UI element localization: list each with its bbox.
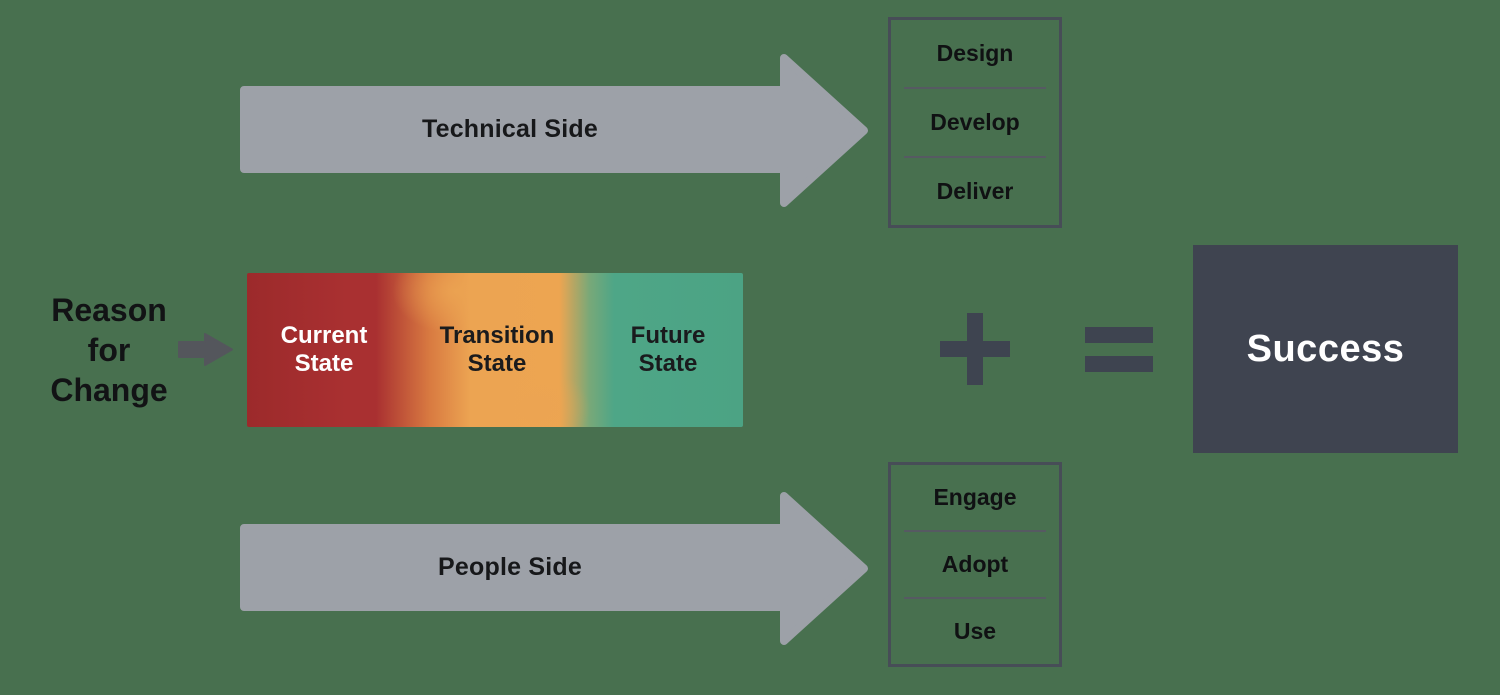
right-arrow-icon	[178, 333, 233, 366]
technical-side-label: Technical Side	[421, 115, 598, 143]
transition-state-line1: Transition	[439, 322, 555, 349]
reason-line-1: Reason	[51, 292, 167, 328]
reason-line-2: for	[87, 332, 131, 368]
people-side-arrow-icon	[240, 492, 868, 645]
current-state-label: Current State	[247, 273, 401, 427]
divider	[904, 530, 1046, 532]
success-label: Success	[1246, 327, 1405, 370]
future-state-line2: State	[638, 350, 698, 377]
divider	[904, 87, 1046, 89]
transition-state-line2: State	[467, 350, 527, 377]
technical-side-arrow-icon	[240, 54, 868, 207]
equals-top-bar	[1085, 327, 1153, 343]
current-state-line2: State	[294, 350, 354, 377]
equals-icon	[1085, 327, 1153, 372]
technical-steps-box: Design Develop Deliver	[888, 17, 1062, 228]
divider	[904, 597, 1046, 599]
transition-state-label: Transition State	[407, 273, 587, 427]
equals-bottom-bar	[1085, 356, 1153, 372]
people-steps-box: Engage Adopt Use	[888, 462, 1062, 667]
people-step-use: Use	[953, 618, 997, 644]
technical-step-develop: Develop	[930, 109, 1020, 135]
reason-line-3: Change	[50, 372, 168, 408]
current-state-line1: Current	[280, 322, 368, 349]
divider	[904, 156, 1046, 158]
future-state-label: Future State	[587, 273, 749, 427]
plus-vertical-bar	[967, 313, 983, 385]
reason-for-change-label: Reason for Change	[18, 290, 200, 410]
people-side-label: People Side	[438, 553, 582, 581]
technical-step-design: Design	[936, 40, 1014, 66]
people-step-adopt: Adopt	[941, 551, 1009, 577]
future-state-line1: Future	[630, 322, 706, 349]
technical-step-deliver: Deliver	[936, 178, 1014, 204]
people-step-engage: Engage	[933, 484, 1017, 510]
change-states-box: Current State Transition State Future St…	[247, 273, 743, 427]
plus-icon	[940, 313, 1010, 385]
success-box: Success	[1193, 245, 1458, 453]
